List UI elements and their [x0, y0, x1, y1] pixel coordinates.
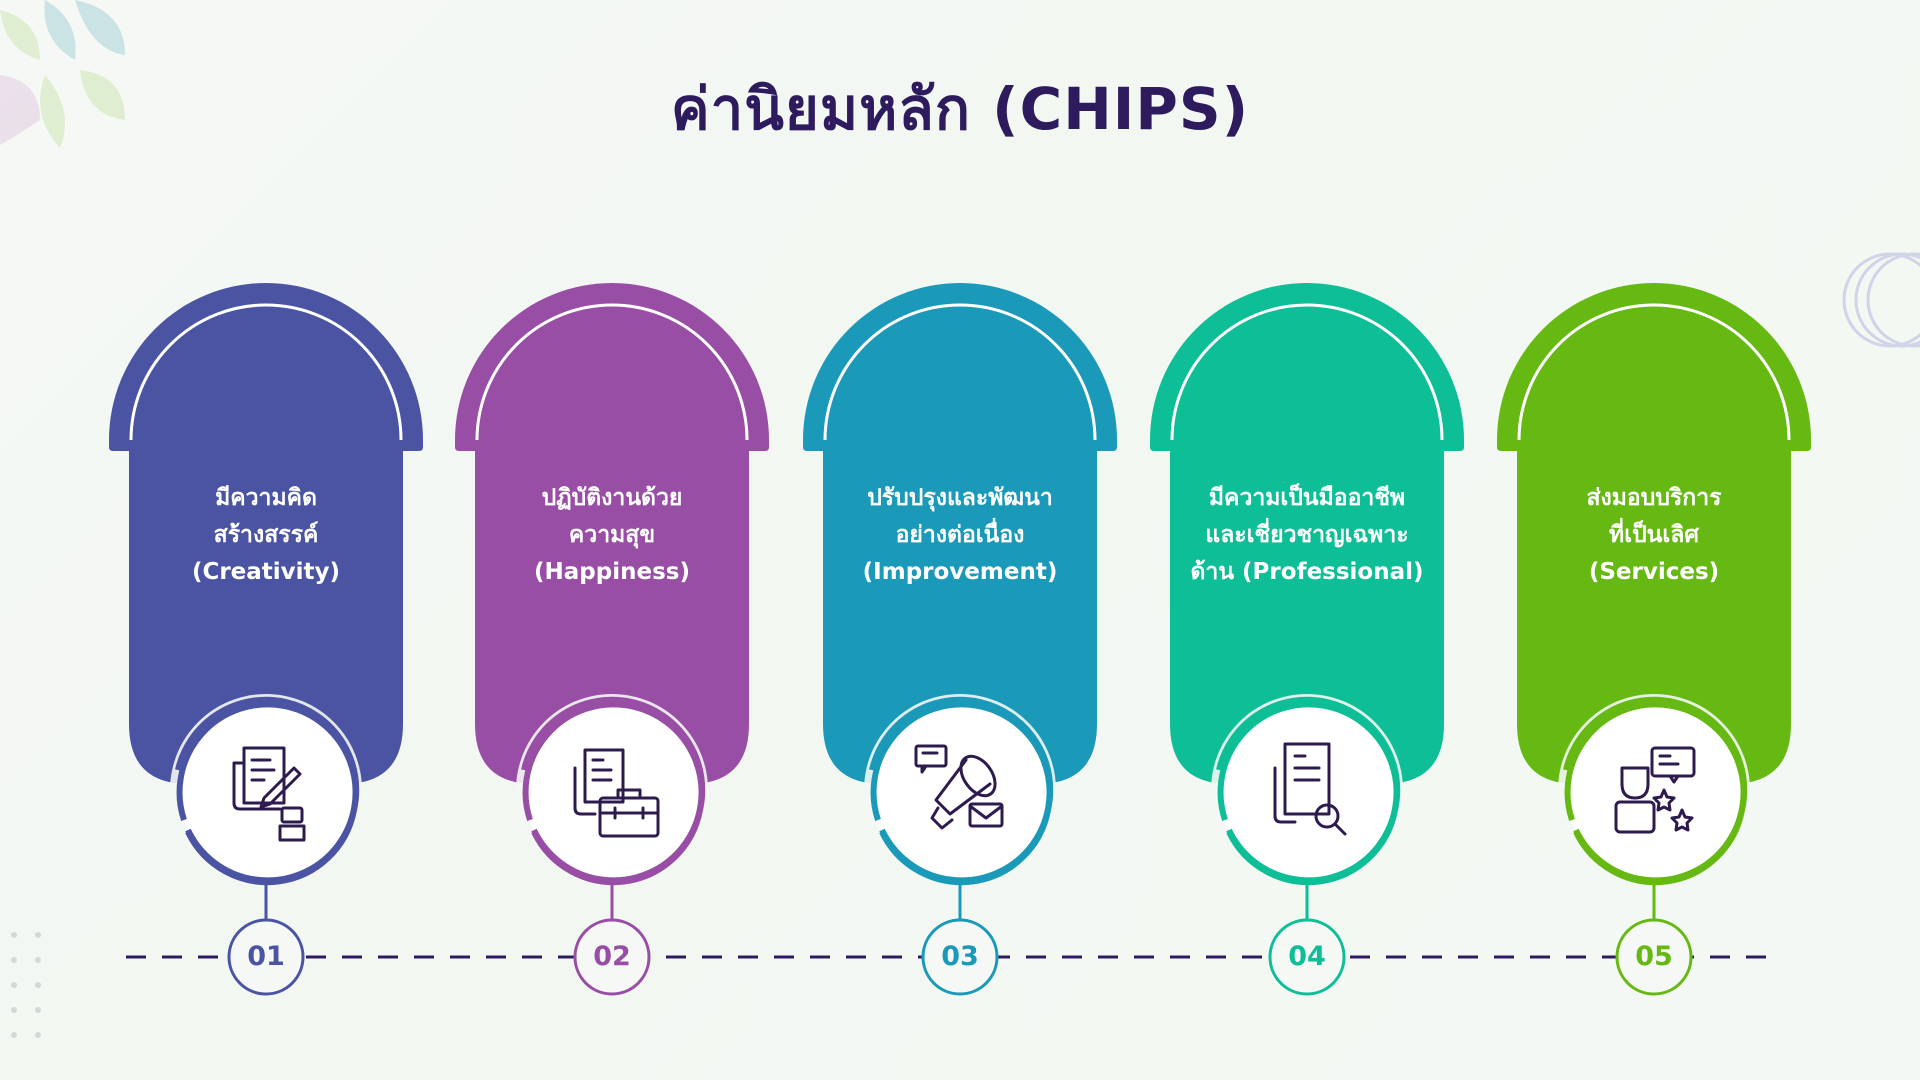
- value-number: 01: [247, 941, 285, 972]
- value-number: 04: [1288, 941, 1326, 972]
- value-line-1: ปรับปรุงและพัฒนา: [867, 485, 1053, 511]
- value-line-1: ปฏิบัติงานด้วย: [541, 485, 683, 511]
- value-line-3: (Happiness): [534, 559, 690, 585]
- card-shape: [1497, 283, 1811, 996]
- value-number: 05: [1635, 941, 1673, 972]
- value-text: มีความเป็นมืออาชีพ และเชี่ยวชาญเฉพาะ ด้า…: [1177, 480, 1437, 591]
- value-card-happiness: ปฏิบัติงานด้วย ความสุข (Happiness) 02: [452, 280, 772, 1000]
- ring-decoration: [1842, 252, 1920, 348]
- person-chat-stars-icon: [1614, 746, 1696, 834]
- card-body: [1517, 300, 1791, 784]
- value-line-2: ที่เป็นเลิศ: [1609, 522, 1699, 548]
- card-shape: [1150, 283, 1464, 996]
- value-line-2: สร้างสรรค์: [213, 522, 319, 548]
- document-search-icon: [1273, 742, 1347, 836]
- document-pencil-person-icon: [232, 746, 306, 842]
- document-briefcase-icon: [573, 748, 660, 838]
- petal-decoration: [0, 0, 125, 148]
- value-line-3: (Creativity): [191, 559, 341, 585]
- card-shape: [803, 283, 1117, 996]
- number-ring: [1615, 918, 1693, 996]
- value-line-1: ส่งมอบบริการ: [1586, 485, 1722, 511]
- card-body: [129, 300, 403, 784]
- card-body: [1170, 300, 1444, 784]
- number-ring: [227, 918, 305, 996]
- value-text: มีความคิด สร้างสรรค์ (Creativity): [136, 480, 396, 591]
- number-ring: [921, 918, 999, 996]
- page-title: ค่านิยมหลัก (CHIPS): [670, 75, 1250, 143]
- card-body: [475, 300, 749, 784]
- value-line-1: มีความคิด: [215, 485, 317, 511]
- value-line-2: อย่างต่อเนื่อง: [895, 522, 1025, 548]
- value-line-1: มีความเป็นมืออาชีพ: [1208, 485, 1406, 511]
- value-card-services: ส่งมอบบริการ ที่เป็นเลิศ (Services) 05: [1494, 280, 1814, 1000]
- value-line-3: (Services): [1588, 559, 1720, 585]
- value-text: ปฏิบัติงานด้วย ความสุข (Happiness): [482, 480, 742, 591]
- value-card-improvement: ปรับปรุงและพัฒนา อย่างต่อเนื่อง (Improve…: [800, 280, 1120, 1000]
- card-shape: [455, 283, 769, 996]
- megaphone-chat-mail-icon: [914, 744, 1004, 830]
- value-card-professional: มีความเป็นมืออาชีพ และเชี่ยวชาญเฉพาะ ด้า…: [1147, 280, 1467, 1000]
- value-line-2: ความสุข: [568, 522, 656, 548]
- number-ring: [1268, 918, 1346, 996]
- value-line-3: ด้าน (Professional): [1190, 559, 1424, 585]
- value-number: 03: [941, 941, 979, 972]
- dot-grid-decoration: [11, 932, 41, 1038]
- value-number: 02: [593, 941, 631, 972]
- value-line-3: (Improvement): [862, 559, 1058, 585]
- value-card-creativity: มีความคิด สร้างสรรค์ (Creativity) 01: [106, 280, 426, 1000]
- card-body: [823, 300, 1097, 784]
- value-text: ส่งมอบบริการ ที่เป็นเลิศ (Services): [1524, 480, 1784, 591]
- value-text: ปรับปรุงและพัฒนา อย่างต่อเนื่อง (Improve…: [830, 480, 1090, 591]
- card-shape: [109, 283, 423, 996]
- number-ring: [573, 918, 651, 996]
- value-line-2: และเชี่ยวชาญเฉพาะ: [1205, 522, 1409, 548]
